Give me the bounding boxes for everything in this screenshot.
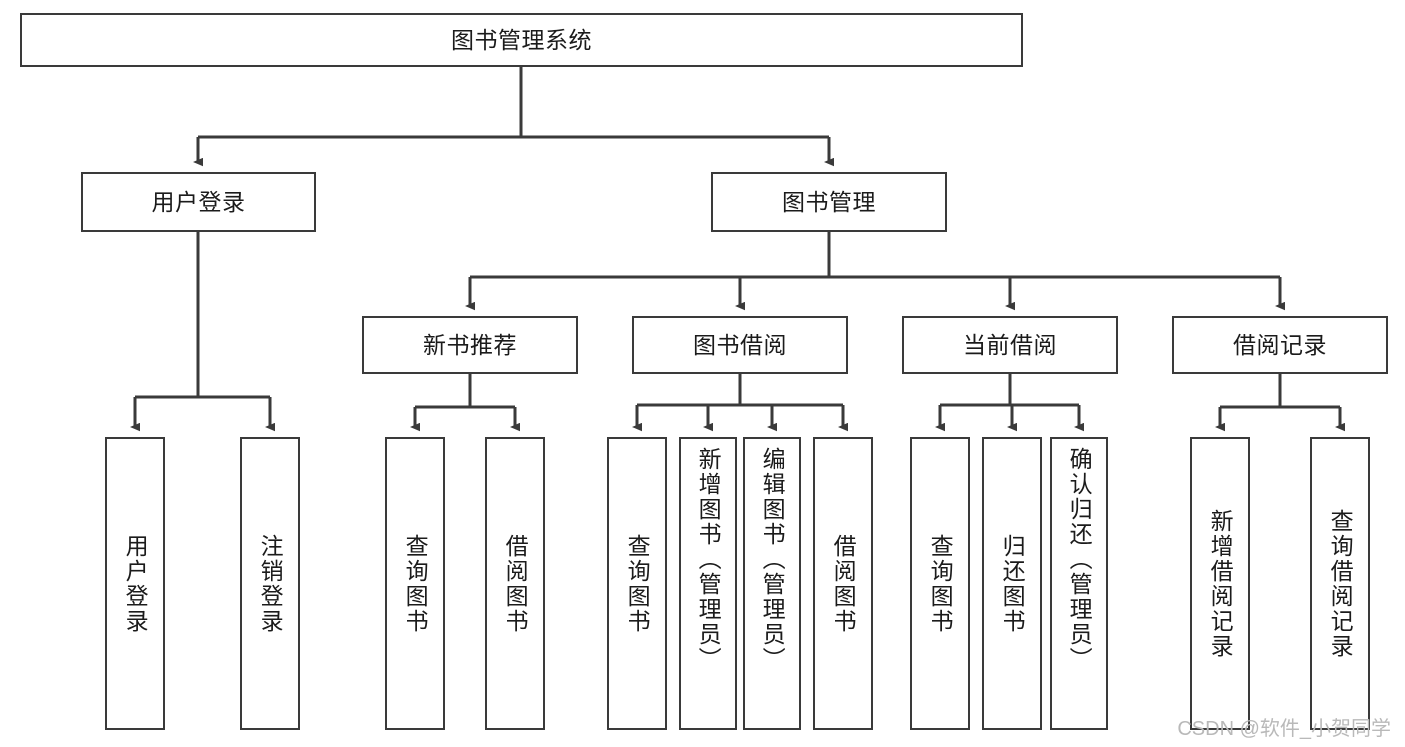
node-leaf-add-book-admin[interactable]: 新增图书（管理员） <box>679 437 737 730</box>
node-leaf-query-borrow-record-label: 查询借阅记录 <box>1327 508 1354 659</box>
node-leaf-borrow-book-recommend-label: 借阅图书 <box>502 533 529 634</box>
node-leaf-borrow-book-label: 借阅图书 <box>830 533 857 634</box>
node-book-manage[interactable]: 图书管理 <box>711 172 947 232</box>
node-leaf-query-book-recommend-label: 查询图书 <box>402 533 429 634</box>
node-leaf-user-login-label: 用户登录 <box>122 533 149 634</box>
node-book-manage-label: 图书管理 <box>782 188 876 215</box>
node-leaf-confirm-return-admin-label: 确认归还（管理员） <box>1066 447 1093 672</box>
node-current-borrow-label: 当前借阅 <box>963 331 1057 358</box>
node-current-borrow[interactable]: 当前借阅 <box>902 316 1118 374</box>
node-user-login[interactable]: 用户登录 <box>81 172 316 232</box>
node-leaf-edit-book-admin-label: 编辑图书（管理员） <box>759 447 786 672</box>
node-borrow-record[interactable]: 借阅记录 <box>1172 316 1388 374</box>
node-leaf-query-book-current[interactable]: 查询图书 <box>910 437 970 730</box>
node-leaf-query-borrow-record[interactable]: 查询借阅记录 <box>1310 437 1370 730</box>
node-user-login-label: 用户登录 <box>151 188 246 215</box>
node-leaf-confirm-return-admin[interactable]: 确认归还（管理员） <box>1050 437 1108 730</box>
node-leaf-borrow-book[interactable]: 借阅图书 <box>813 437 873 730</box>
node-leaf-query-book-recommend[interactable]: 查询图书 <box>385 437 445 730</box>
node-new-book-recommend[interactable]: 新书推荐 <box>362 316 578 374</box>
node-leaf-borrow-book-recommend[interactable]: 借阅图书 <box>485 437 545 730</box>
node-leaf-user-logout-label: 注销登录 <box>257 533 284 634</box>
node-root[interactable]: 图书管理系统 <box>20 13 1023 67</box>
node-book-borrow[interactable]: 图书借阅 <box>632 316 848 374</box>
node-leaf-query-book-borrow[interactable]: 查询图书 <box>607 437 667 730</box>
node-borrow-record-label: 借阅记录 <box>1233 331 1327 358</box>
node-leaf-return-book[interactable]: 归还图书 <box>982 437 1042 730</box>
node-leaf-query-book-current-label: 查询图书 <box>927 533 954 634</box>
node-book-borrow-label: 图书借阅 <box>693 331 787 358</box>
node-leaf-user-logout[interactable]: 注销登录 <box>240 437 300 730</box>
node-leaf-add-borrow-record[interactable]: 新增借阅记录 <box>1190 437 1250 730</box>
node-root-label: 图书管理系统 <box>451 26 592 53</box>
node-leaf-query-book-borrow-label: 查询图书 <box>624 533 651 634</box>
node-leaf-return-book-label: 归还图书 <box>999 533 1026 634</box>
node-leaf-add-borrow-record-label: 新增借阅记录 <box>1207 508 1234 659</box>
watermark-text: CSDN @软件_小贺同学 <box>1177 718 1391 740</box>
node-leaf-edit-book-admin[interactable]: 编辑图书（管理员） <box>743 437 801 730</box>
node-leaf-add-book-admin-label: 新增图书（管理员） <box>695 447 722 672</box>
node-new-book-recommend-label: 新书推荐 <box>423 331 517 358</box>
node-leaf-user-login[interactable]: 用户登录 <box>105 437 165 730</box>
